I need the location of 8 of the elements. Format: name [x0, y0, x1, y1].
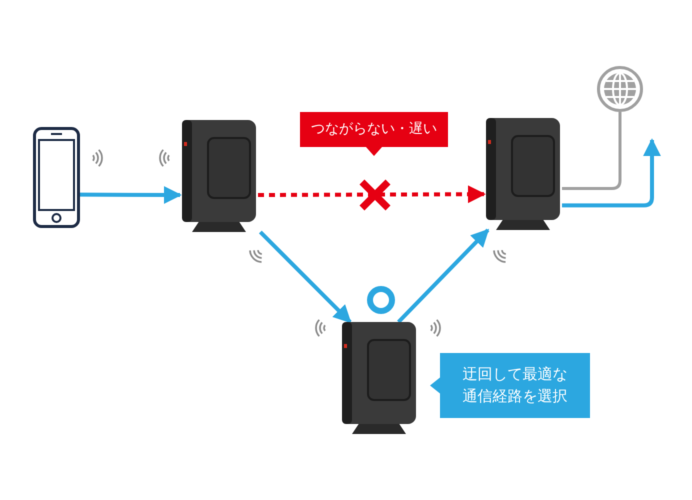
arrow	[80, 186, 182, 204]
arrow	[258, 185, 486, 204]
arrow	[397, 228, 490, 324]
arrow	[562, 138, 661, 208]
connection-line	[562, 112, 622, 190]
callout-text: つながらない・遅い	[311, 120, 437, 140]
callout-text: 迂回して最適な通信経路を選択	[462, 364, 568, 406]
arrow	[258, 230, 352, 324]
